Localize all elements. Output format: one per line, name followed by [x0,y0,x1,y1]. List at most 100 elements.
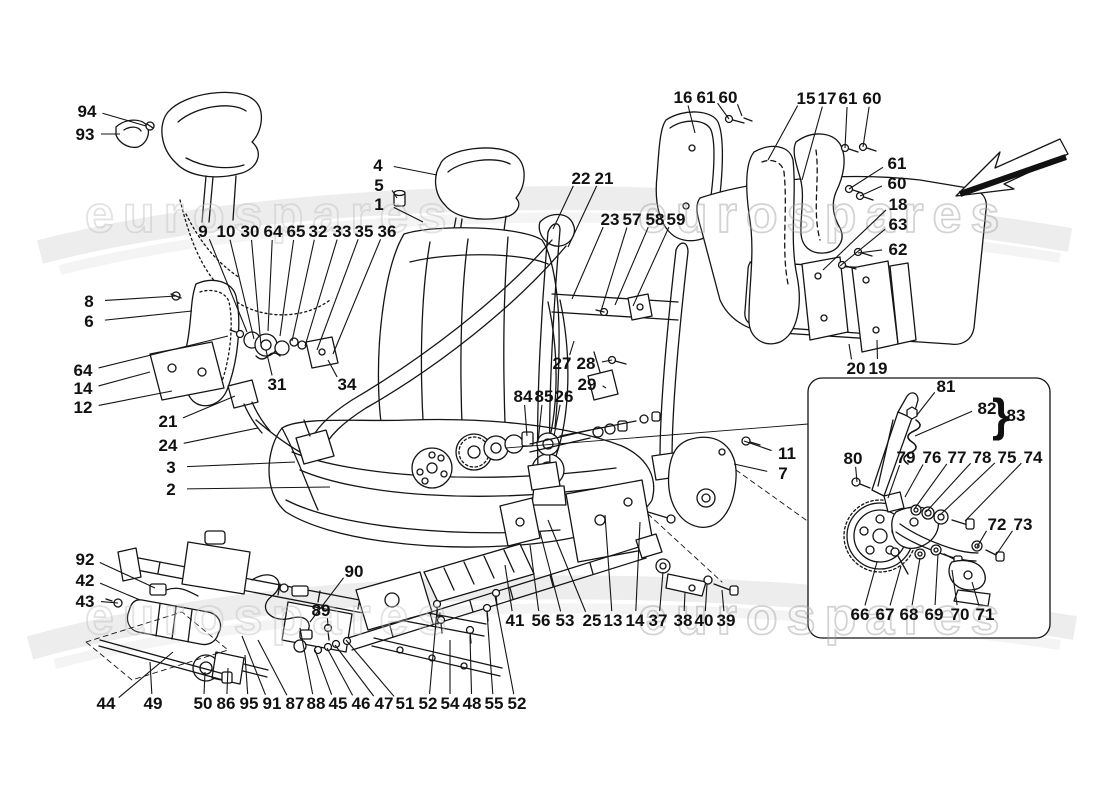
callout-5: 5 [374,176,383,195]
callout-26: 26 [555,387,574,406]
headrest-clip [115,119,155,149]
callout-64: 64 [74,361,93,380]
callout-67: 67 [876,605,895,624]
leader-line-60 [859,185,883,197]
watermark-layer: eurospares eurospares eurospares eurospa… [84,185,1008,647]
callout-86: 86 [217,694,236,713]
callout-23: 23 [601,210,620,229]
leader-line-35 [316,239,359,351]
callout-group-brace: } [992,389,1010,441]
callout-10: 10 [217,222,236,241]
callout-21: 21 [159,412,178,431]
callout-49: 49 [144,694,163,713]
direction-arrow-icon [955,138,1069,197]
callout-77: 77 [948,448,967,467]
leader-line-79 [887,465,901,499]
rails-right [347,533,663,677]
callout-87: 87 [286,694,305,713]
callout-41: 41 [506,611,525,630]
leader-line-26 [553,404,561,437]
callout-43: 43 [76,592,95,611]
leader-line-76 [904,464,924,498]
leader-line-81 [916,392,936,416]
callout-92: 92 [76,550,95,569]
callout-61: 61 [888,154,907,173]
leader-line-42 [99,582,141,601]
callout-65: 65 [287,222,306,241]
callout-39: 39 [717,611,736,630]
leader-line-56 [529,544,540,612]
leader-line-45 [314,649,333,695]
callout-88: 88 [307,694,326,713]
leader-line-64 [98,335,229,369]
callout-64: 64 [264,222,283,241]
leader-line-69 [934,553,939,606]
leader-line-61 [844,106,848,149]
watermark-text: eurospares [638,588,1008,646]
leader-line-13 [604,514,613,612]
leader-line-74 [964,462,1022,522]
leader-line-61 [717,102,730,120]
callout-3: 3 [166,458,175,477]
callout-72: 72 [988,515,1007,534]
leader-line-61 [848,166,884,190]
callout-61: 61 [839,89,858,108]
recliner-cluster [411,411,807,597]
leader-line-82 [914,410,973,437]
watermark-text: eurospares [638,186,1008,244]
leader-line-72 [976,530,987,548]
leader-line-43 [100,600,119,604]
callout-27: 27 [553,354,572,373]
leader-line-1 [393,206,424,223]
callout-47: 47 [375,694,394,713]
watermark-text: eurospares [85,588,455,646]
leader-line-21 [182,395,236,419]
leader-line-62 [857,249,883,254]
leader-line-90 [309,577,344,623]
leader-line-17 [801,106,823,181]
leader-line-10 [229,239,255,340]
leader-line-14 [635,521,641,612]
callout-35: 35 [355,222,374,241]
callout-14: 14 [74,379,93,398]
callout-70: 70 [951,605,970,624]
callout-9: 9 [198,222,207,241]
callout-83: 83 [1007,406,1026,425]
watermark-text: eurospares [85,186,455,244]
callout-61: 61 [697,88,716,107]
callout-90: 90 [345,562,364,581]
leader-line-75 [939,462,996,516]
leader-line-32 [291,239,315,342]
leader-line-30 [250,239,262,347]
leader-line-48 [469,635,473,695]
callout-93: 93 [76,125,95,144]
leader-line-73 [995,530,1013,556]
leader-line-59 [632,226,670,307]
leader-line-8 [104,295,177,302]
callout-63: 63 [889,215,908,234]
callout-89: 89 [312,601,331,620]
leader-line-33 [304,239,338,347]
callout-60: 60 [888,174,907,193]
leader-line-31 [265,349,273,376]
leader-line-15 [767,105,799,161]
callout-84: 84 [514,387,533,406]
leader-line-58 [614,226,649,306]
callout-60: 60 [863,89,882,108]
callout-21: 21 [595,169,614,188]
leader-line-4 [393,165,438,176]
callout-34: 34 [338,375,357,394]
callout-51: 51 [396,694,415,713]
leader-line-52 [494,595,515,695]
leader-line-71 [971,581,980,606]
callout-7: 7 [778,464,787,483]
callout-81: 81 [937,377,956,396]
leader-line-60 [862,106,870,148]
leader-line-22 [552,185,574,230]
callout-14: 14 [626,611,645,630]
callout-55: 55 [485,694,504,713]
leader-line-49 [149,661,153,695]
leader-line-14 [98,371,151,387]
